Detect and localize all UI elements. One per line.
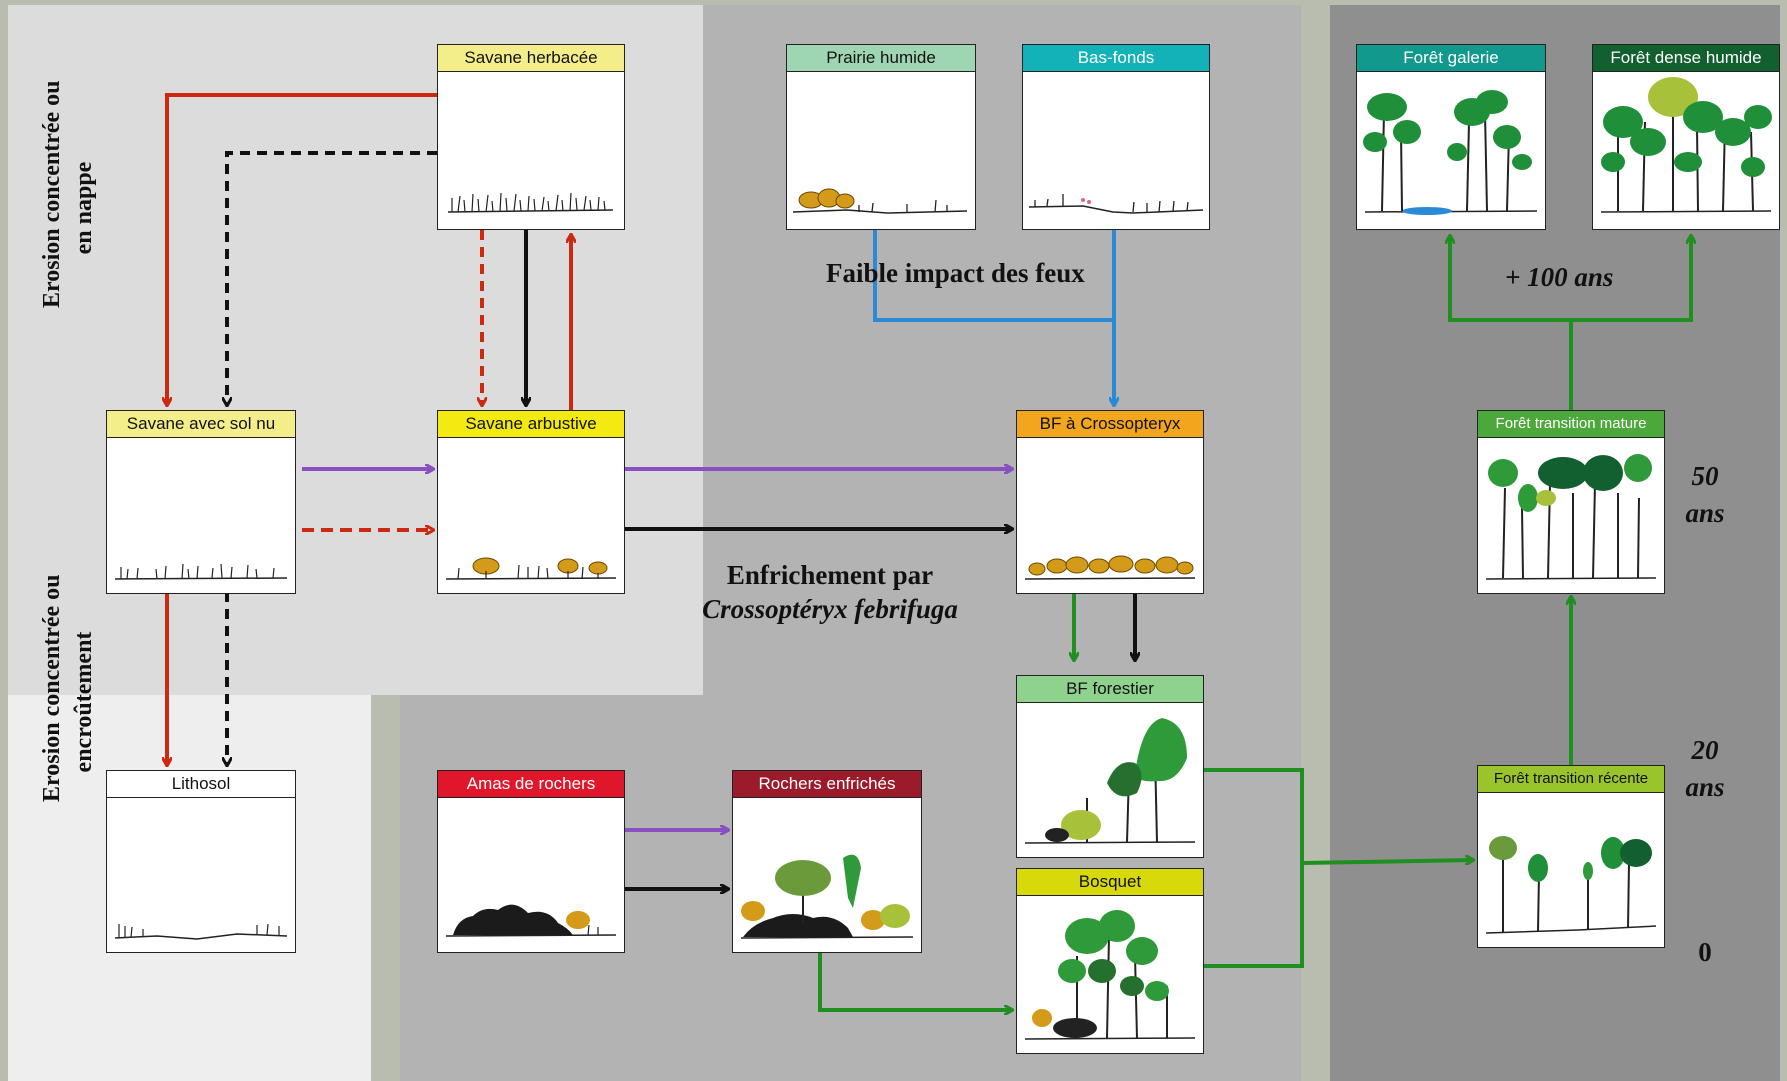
node-bosquet[interactable]: Bosquet — [1016, 868, 1204, 1054]
arrow-bfforestier-to-recente-green — [1204, 768, 1304, 968]
timeline-20-ans: 20 ans — [1680, 732, 1730, 806]
node-header: Savane arbustive — [438, 411, 624, 438]
arrow-to-recente-green — [1301, 860, 1473, 863]
shrub-savanna-illustration — [445, 557, 617, 580]
node-savane-herbacee[interactable]: Savane herbacée — [437, 44, 625, 230]
arrow-rochers-to-bosquet-green — [818, 952, 1012, 1010]
arrow-to-dense-green — [1571, 236, 1691, 322]
enfrichement-line2: Crossoptéryx febrifuga — [702, 594, 958, 624]
sparse-grass-illustration — [114, 563, 288, 580]
timeline-0: 0 — [1698, 937, 1712, 967]
node-bas-fonds[interactable]: Bas-fonds — [1022, 44, 1210, 230]
node-foret-galerie[interactable]: Forêt galerie — [1356, 44, 1546, 230]
enfrichement-label: Enfrichement par Crossoptéryx febrifuga — [660, 558, 1000, 626]
node-header: Savane avec sol nu — [107, 411, 295, 438]
arrow-herbacee-to-solnu-red — [167, 93, 437, 405]
node-header: Bosquet — [1017, 869, 1203, 896]
node-header: Amas de rochers — [438, 771, 624, 798]
node-prairie-humide[interactable]: Prairie humide — [786, 44, 976, 230]
dense-forest-illustration — [1600, 77, 1772, 213]
grass-illustration — [447, 192, 614, 213]
lithosol-illustration — [114, 923, 288, 940]
arrow-prairie-to-bf-blue — [873, 230, 1114, 322]
node-rochers-enfriches[interactable]: Rochers enfrichés — [732, 770, 922, 953]
wet-meadow-illustration — [792, 188, 968, 214]
crossopteryx-shrubland-illustration — [1024, 555, 1196, 580]
node-foret-dense-humide[interactable]: Forêt dense humide — [1592, 44, 1780, 230]
node-header: Forêt transition mature — [1478, 411, 1664, 438]
node-header: Bas-fonds — [1023, 45, 1209, 72]
node-lithosol[interactable]: Lithosol — [106, 770, 296, 953]
timeline-50-ans: 50 ans — [1680, 458, 1730, 532]
timeline-20-number: 20 — [1691, 735, 1719, 765]
node-bf-crossopteryx[interactable]: BF à Crossopteryx — [1016, 410, 1204, 594]
node-foret-transition-recente[interactable]: Forêt transition récente — [1477, 765, 1665, 948]
arrow-herbacee-to-solnu-black — [227, 151, 437, 405]
faible-impact-label: Faible impact des feux — [826, 258, 1085, 288]
node-header: BF à Crossopteryx — [1017, 411, 1203, 438]
node-header: BF forestier — [1017, 676, 1203, 703]
node-bf-forestier[interactable]: BF forestier — [1016, 675, 1204, 858]
timeline-50-number: 50 — [1691, 461, 1719, 491]
node-savane-arbustive[interactable]: Savane arbustive — [437, 410, 625, 594]
node-savane-sol-nu[interactable]: Savane avec sol nu — [106, 410, 296, 594]
node-header: Lithosol — [107, 771, 295, 798]
node-header: Forêt dense humide — [1593, 45, 1779, 72]
node-amas-rochers[interactable]: Amas de rochers — [437, 770, 625, 953]
forest-shrubland-illustration — [1024, 718, 1196, 844]
recent-transition-forest-illustration — [1485, 836, 1657, 934]
node-header: Rochers enfrichés — [733, 771, 921, 798]
timeline-20-unit: ans — [1685, 772, 1725, 802]
arrow-to-galerie-green — [1450, 236, 1571, 322]
gallery-forest-illustration — [1363, 90, 1538, 215]
cent-ans-label: + 100 ans — [1505, 262, 1614, 292]
node-header: Savane herbacée — [438, 45, 624, 72]
lowland-illustration — [1028, 194, 1204, 214]
rock-pile-illustration — [445, 904, 617, 937]
node-foret-transition-mature[interactable]: Forêt transition mature — [1477, 410, 1665, 594]
node-header: Forêt transition récente — [1478, 766, 1664, 793]
grove-illustration — [1024, 910, 1196, 1040]
enfrichement-line1: Enfrichement par — [726, 560, 934, 590]
node-header: Forêt galerie — [1357, 45, 1545, 72]
timeline-50-unit: ans — [1685, 498, 1725, 528]
node-header: Prairie humide — [787, 45, 975, 72]
mature-transition-forest-illustration — [1485, 454, 1657, 580]
overgrown-rocks-illustration — [740, 854, 914, 939]
